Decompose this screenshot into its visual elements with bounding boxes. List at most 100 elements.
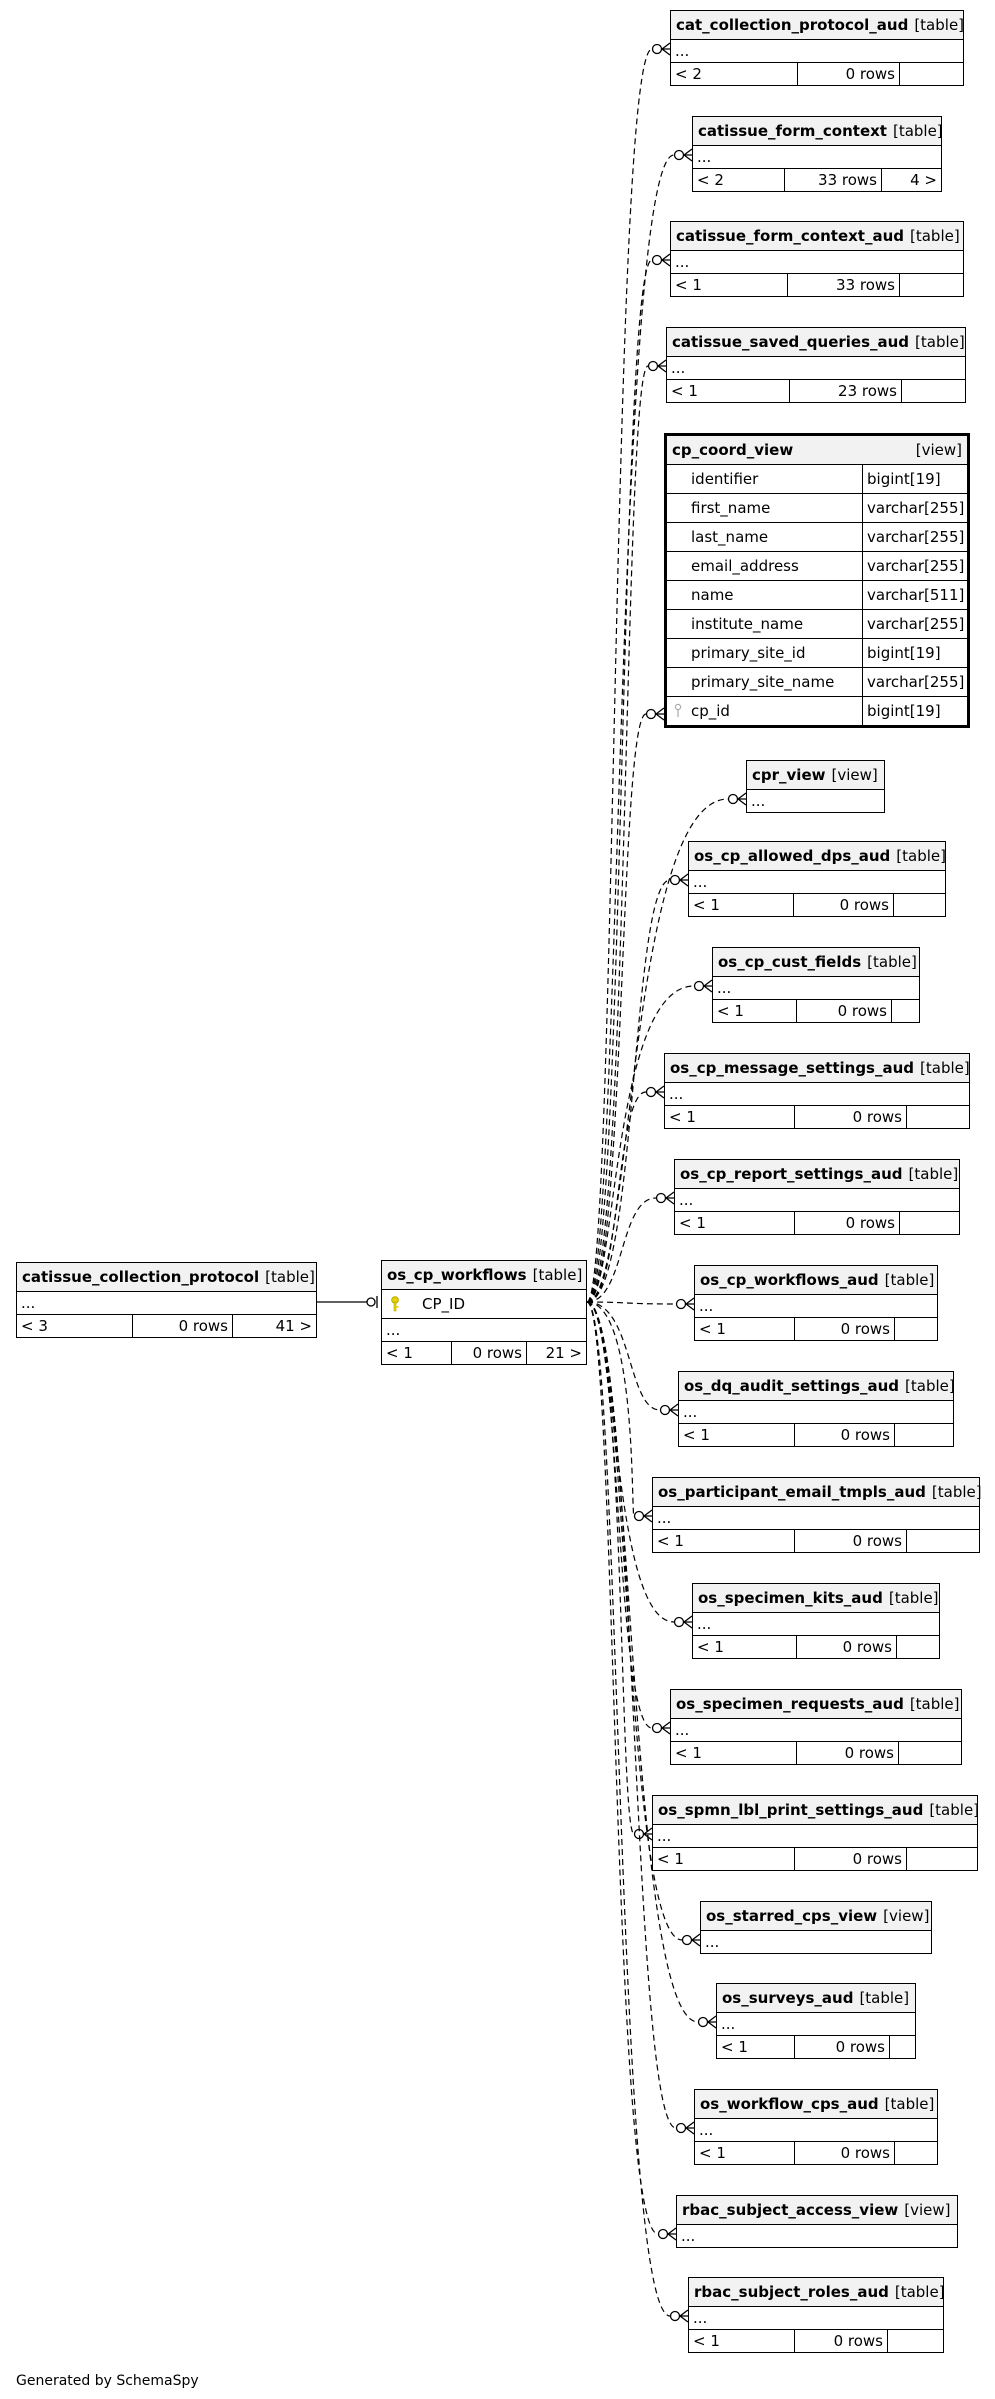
table-os-cp-report-settings-aud[interactable]: os_cp_report_settings_aud[table]... < 1 … (674, 1159, 960, 1235)
children-count: 21 > (545, 1343, 582, 1362)
table-name: catissue_saved_queries_aud (672, 332, 910, 351)
parents-count: < 1 (671, 274, 788, 296)
table-footer: < 1 0 rows (695, 1318, 937, 1340)
table-footer: < 2 33 rows 4 > (693, 169, 941, 191)
table-footer: < 1 0 rows (689, 894, 945, 916)
relation-cpr-view-circle (727, 793, 739, 805)
column-name: name (667, 581, 863, 609)
children-count (892, 1000, 919, 1022)
table-os-cp-message-settings-aud[interactable]: os_cp_message_settings_aud[table]... < 1… (664, 1053, 970, 1129)
table-os-surveys-aud[interactable]: os_surveys_aud[table]... < 1 0 rows (716, 1983, 916, 2059)
table-name: os_cp_workflows (387, 1265, 527, 1284)
relation-os-workflow-cps-aud-crowfoot-icon (685, 2121, 695, 2135)
columns-ellipsis: ... (751, 791, 766, 810)
table-name: os_workflow_cps_aud (700, 2094, 879, 2113)
table-name: os_cp_allowed_dps_aud (694, 846, 891, 865)
table-footer: < 1 0 rows (693, 1636, 939, 1658)
table-type: [table] (884, 1270, 935, 1289)
columns-ellipsis: ... (653, 1825, 977, 1848)
relation-os-dq-audit-settings-aud-crowfoot-icon (669, 1403, 679, 1417)
table-catissue-form-context[interactable]: catissue_form_context[table]... < 2 33 r… (692, 116, 943, 192)
row-count: 0 rows (795, 1848, 907, 1870)
relation-os-starred-cps-view-circle (681, 1934, 693, 1946)
row-count: 0 rows (795, 2142, 895, 2164)
relation-os-specimen-kits-aud-circle (673, 1616, 685, 1628)
relation-os-cp-allowed-dps-aud-circle (669, 874, 681, 886)
columns-ellipsis: ... (665, 1083, 969, 1106)
relation-os-cp-workflows-aud-line (586, 1301, 677, 1305)
columns-ellipsis: ... (671, 251, 963, 274)
column-name: identifier (667, 465, 863, 493)
relation-catissue-form-context-aud-crowfoot-icon (661, 253, 671, 267)
relation-os-cp-message-settings-aud-crowfoot-icon (655, 1085, 665, 1099)
table-os-starred-cps-view[interactable]: os_starred_cps_view[view]... (700, 1901, 932, 1954)
column-type: varchar[255] (867, 527, 965, 546)
row-count: 0 rows (797, 1636, 897, 1658)
table-name: os_participant_email_tmpls_aud (658, 1482, 926, 1501)
table-catissue-saved-queries-aud[interactable]: catissue_saved_queries_aud[table]... < 1… (666, 327, 966, 403)
table-catissue-form-context-aud[interactable]: catissue_form_context_aud[table]... < 1 … (670, 221, 964, 297)
table-os-specimen-kits-aud[interactable]: os_specimen_kits_aud[table]... < 1 0 row… (692, 1583, 940, 1659)
relation-catissue-saved-queries-aud-circle (647, 360, 659, 372)
table-type: [view] (831, 765, 878, 784)
table-os-dq-audit-settings-aud[interactable]: os_dq_audit_settings_aud[table]... < 1 0… (678, 1371, 955, 1447)
table-os-cp-cust-fields[interactable]: os_cp_cust_fields[table]... < 1 0 rows (712, 947, 920, 1023)
table-rbac-subject-access-view[interactable]: rbac_subject_access_view[view]... (676, 2195, 958, 2248)
table-type: [table] (905, 1376, 955, 1395)
parents-count: < 1 (689, 2330, 795, 2352)
row-count: 0 rows (795, 1424, 895, 1446)
table-footer: < 1 0 rows (713, 1000, 919, 1022)
row-count: 0 rows (795, 1212, 900, 1234)
pk-column-row: CP_ID (382, 1290, 586, 1319)
table-rbac-subject-roles-aud[interactable]: rbac_subject_roles_aud[table]... < 1 0 r… (688, 2277, 945, 2353)
table-cpr-view[interactable]: cpr_view[view]... (746, 760, 885, 813)
relation-os-cp-message-settings-aud-line (586, 1091, 647, 1303)
table-type: [table] (894, 2282, 945, 2301)
table-os-cp-allowed-dps-aud[interactable]: os_cp_allowed_dps_aud[table]... < 1 0 ro… (688, 841, 946, 917)
column-type: bigint[19] (867, 643, 941, 662)
table-footer: < 1 0 rows (653, 1848, 977, 1870)
table-os-specimen-requests-aud[interactable]: os_specimen_requests_aud[table]... < 1 0… (670, 1689, 962, 1765)
column-type: bigint[19] (867, 701, 941, 720)
columns-ellipsis: ... (689, 2307, 943, 2330)
columns-ellipsis: ... (695, 2119, 937, 2142)
table-name: os_surveys_aud (722, 1988, 854, 2007)
table-name: rbac_subject_access_view (682, 2200, 899, 2219)
children-count (899, 1742, 961, 1764)
parents-count: < 1 (671, 1742, 797, 1764)
relation-os-specimen-requests-aud-crowfoot-icon (661, 1721, 671, 1735)
relation-os-cp-cust-fields-crowfoot-icon (703, 979, 713, 993)
table-os-cp-workflows-aud[interactable]: os_cp_workflows_aud[table]... < 1 0 rows (694, 1265, 938, 1341)
table-cat-collection-protocol-aud[interactable]: cat_collection_protocol_aud[table]... < … (670, 10, 964, 86)
relation-rbac-subject-access-view-line (586, 1301, 659, 2235)
table-catissue-collection-protocol[interactable]: catissue_collection_protocol[table] ... … (16, 1262, 317, 1338)
table-footer: < 1 0 rows (679, 1424, 953, 1446)
children-count (907, 1106, 969, 1128)
relation-catissue-form-context-line (586, 154, 675, 1303)
key-icon (391, 1296, 399, 1312)
column-type: bigint[19] (867, 469, 941, 488)
table-os-spmn-lbl-print-settings-aud[interactable]: os_spmn_lbl_print_settings_aud[table]...… (652, 1795, 979, 1871)
children-count (902, 380, 965, 402)
table-os-cp-workflows[interactable]: os_cp_workflows[table] CP_ID ... < 1 0 r… (381, 1260, 587, 1365)
column-name: primary_site_name (667, 668, 863, 696)
parents-count: < 1 (689, 894, 794, 916)
column-name: first_name (667, 494, 863, 522)
table-footer: < 1 0 rows (653, 1530, 979, 1552)
table-os-workflow-cps-aud[interactable]: os_workflow_cps_aud[table]... < 1 0 rows (694, 2089, 938, 2165)
parents-count: < 1 (675, 1212, 795, 1234)
relation-os-cp-allowed-dps-aud-line (586, 879, 671, 1303)
relation-cat-collection-protocol-aud-line (586, 48, 653, 1303)
relation-os-specimen-requests-aud-line (586, 1301, 653, 1729)
table-footer: < 1 0 rows (695, 2142, 937, 2164)
children-count (894, 894, 945, 916)
table-os-participant-email-tmpls-aud[interactable]: os_participant_email_tmpls_aud[table]...… (652, 1477, 982, 1553)
parents-count: < 3 (17, 1315, 133, 1337)
column-type: varchar[511] (867, 585, 965, 604)
